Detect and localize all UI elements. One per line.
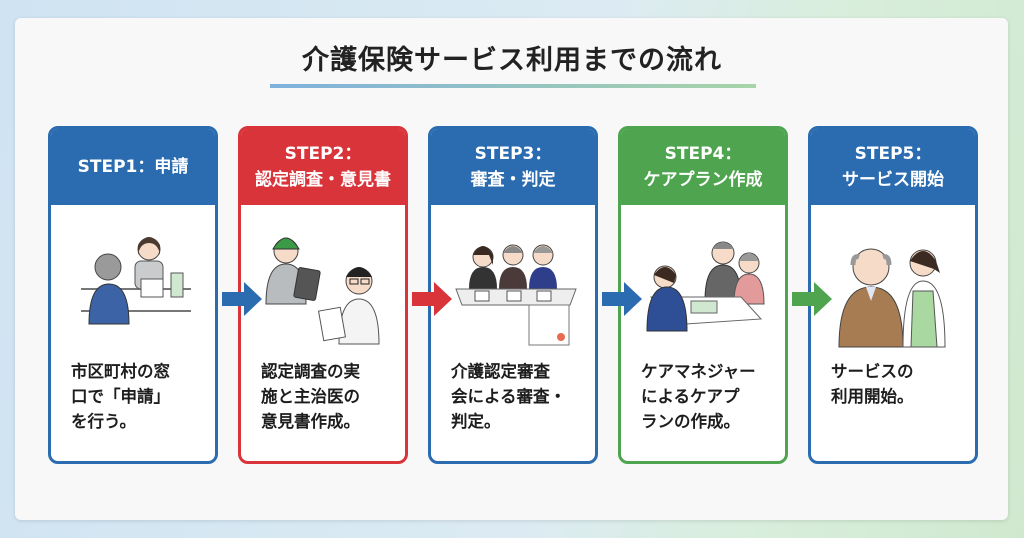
step-header: STEP1：申請 (51, 129, 215, 205)
step-description: 市区町村の窓 口で「申請」 を行う。 (71, 362, 170, 431)
step-title: 認定調査・意見書 (255, 170, 391, 190)
step-header: STEP5： サービス開始 (811, 129, 975, 205)
step-illustration (51, 219, 215, 349)
step-illustration (811, 219, 975, 349)
step-illustration (431, 219, 595, 349)
step-label: STEP4： (664, 144, 742, 164)
step-title: ケアプラン作成 (643, 170, 763, 190)
step-card-5: STEP5： サービス開始 サービスの 利用開始。 (808, 126, 978, 464)
arrow-right-icon (602, 282, 642, 316)
step-title: 審査・判定 (470, 170, 556, 190)
step-label: STEP3： (474, 144, 552, 164)
step-card-3: STEP3： 審査・判定 介護認定審査 会による審査・ 判定。 (428, 126, 598, 464)
step-description: 介護認定審査 会による審査・ 判定。 (451, 362, 567, 431)
step-header: STEP3： 審査・判定 (431, 129, 595, 205)
step-label: STEP2： (284, 144, 362, 164)
step-card-2: STEP2： 認定調査・意見書 認定調査の実 施と主治医の 意見書作成。 (238, 126, 408, 464)
arrow-right-icon (412, 282, 452, 316)
step-description: 認定調査の実 施と主治医の 意見書作成。 (261, 362, 360, 431)
step-card-4: STEP4： ケアプラン作成 ケアマネジャー によるケアプ ランの作成。 (618, 126, 788, 464)
step-card-1: STEP1：申請 市区町村の窓 口で「申請」 を行う。 (48, 126, 218, 464)
title-underline (270, 84, 756, 88)
step-description: ケアマネジャー によるケアプ ランの作成。 (641, 362, 756, 431)
arrow-right-icon (222, 282, 262, 316)
step-header: STEP2： 認定調査・意見書 (241, 129, 405, 205)
step-label: STEP1：申請 (77, 157, 189, 177)
page-title: 介護保険サービス利用までの流れ (302, 45, 722, 76)
step-illustration (241, 219, 405, 349)
arrow-right-icon (792, 282, 832, 316)
step-title: サービス開始 (842, 170, 944, 190)
step-description: サービスの 利用開始。 (831, 362, 914, 406)
step-illustration (621, 219, 785, 349)
step-label: STEP5： (854, 144, 932, 164)
step-header: STEP4： ケアプラン作成 (621, 129, 785, 205)
